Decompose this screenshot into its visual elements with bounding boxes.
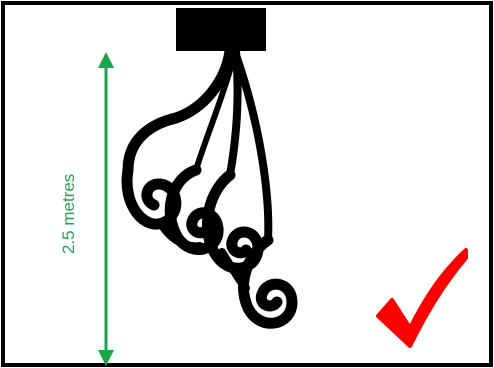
ceiling-mount [176,8,266,51]
height-measurement-arrow [98,52,114,366]
measurement-label: 2.5 metres [59,174,78,254]
checkmark-icon [376,248,468,348]
arrow-head-bottom [98,350,114,366]
arrow-head-top [98,52,114,68]
swirl-hanging-ornament-icon [121,45,298,329]
